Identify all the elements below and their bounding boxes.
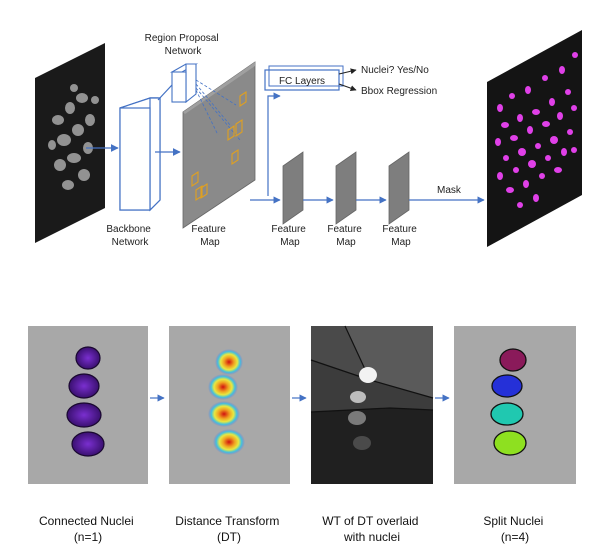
svg-text:FC Layers: FC Layers [279,76,325,87]
feature-map-2 [282,151,304,225]
arrow-fc-to-bbox [338,83,357,92]
caption-watershed: WT of DT overlaid with nuclei [322,514,422,544]
panel-split-nuclei [454,326,576,484]
mask-label: Mask [437,185,462,196]
fc-layers-box: FC Layers [264,65,344,91]
feature-map-label-2: Feature Map [271,224,308,248]
proposal-boxes [191,90,247,202]
output-mask-image [487,30,582,247]
output-class-label: Nuclei? Yes/No [361,65,429,76]
rpn-box [169,63,199,104]
input-image [35,43,105,243]
caption-split-nuclei: Split Nuclei (n=4) [483,514,546,544]
arrow-featuremap-to-fc [267,92,281,196]
arrow-fc-to-class [338,68,357,75]
panel-connected-nuclei [28,326,148,484]
rpn-label: Region Proposal Network [145,33,222,57]
backbone-label: Backbone Network [106,224,153,248]
feature-map-label-3: Feature Map [327,224,364,248]
output-bbox-label: Bbox Regression [361,86,437,97]
rpn-projection-lines [195,79,241,141]
backbone-network-box [119,97,161,212]
feature-map-4 [388,151,410,225]
panel-distance-transform [169,326,290,484]
feature-map-3 [335,151,357,225]
feature-map-label-main: Feature Map [191,224,228,248]
caption-distance-transform: Distance Transform (DT) [175,514,282,544]
panel-watershed-overlay [310,325,434,484]
feature-map-label-4: Feature Map [382,224,419,248]
caption-connected-nuclei: Connected Nuclei (n=1) [39,514,137,544]
